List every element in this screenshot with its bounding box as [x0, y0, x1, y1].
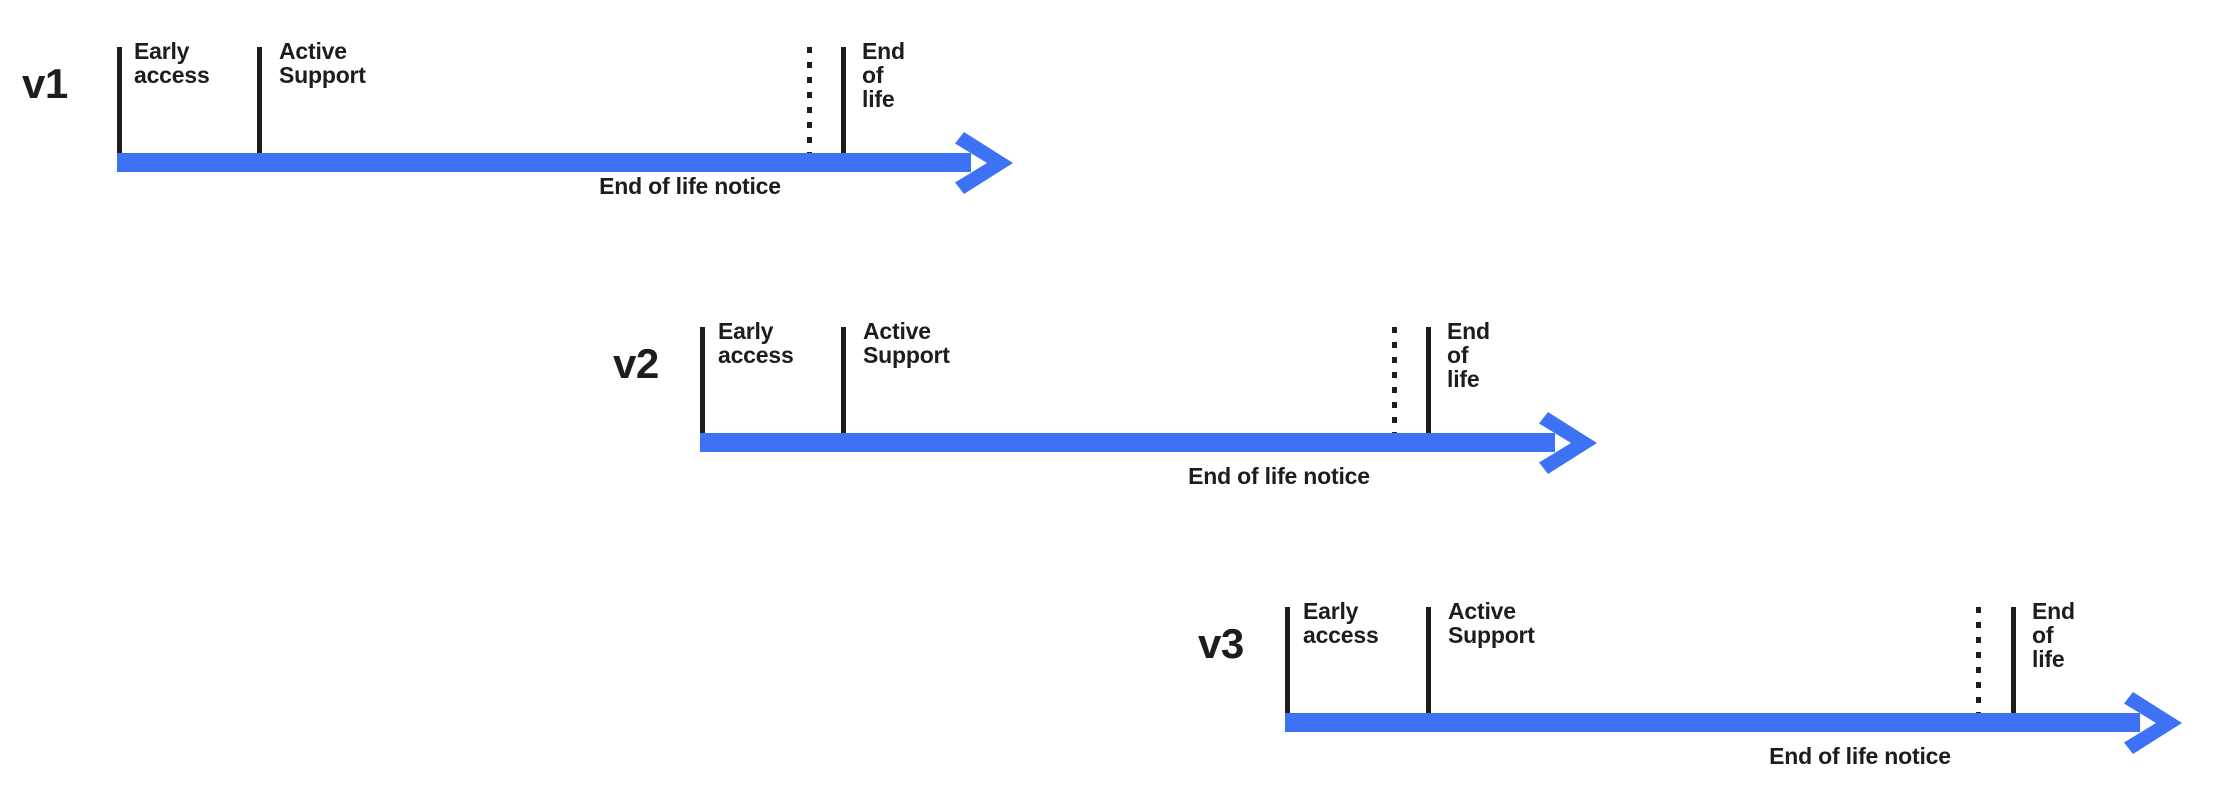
- phase-divider-active-support-v2: [841, 327, 846, 433]
- timeline-bar-v2: [700, 433, 1555, 452]
- version-label-v3: v3: [1198, 620, 1244, 667]
- phase-label-end-of-life-v3: End of life: [2032, 598, 2075, 672]
- phase-divider-early-access-v3: [1285, 607, 1290, 713]
- notice-label-v3: End of life notice: [1769, 743, 1951, 769]
- phase-label-early-access-v1: Early access: [134, 38, 210, 88]
- timeline-arrowhead-v1: [955, 131, 1013, 194]
- phase-label-end-of-life-v1: End of life: [862, 38, 905, 112]
- timeline-bar-v1: [117, 153, 971, 172]
- phase-divider-active-support-v1: [257, 47, 262, 153]
- phase-divider-end-of-life-v1: [841, 47, 846, 153]
- version-label-v2: v2: [613, 340, 659, 387]
- notice-label-v1: End of life notice: [599, 173, 781, 199]
- phase-label-active-support-v2: Active Support: [863, 318, 950, 368]
- version-label-v1: v1: [22, 60, 68, 107]
- phase-label-early-access-v3: Early access: [1303, 598, 1379, 648]
- phase-label-early-access-v2: Early access: [718, 318, 794, 368]
- notice-marker-v2: [1392, 327, 1397, 433]
- phase-divider-end-of-life-v3: [2011, 607, 2016, 713]
- phase-divider-active-support-v3: [1426, 607, 1431, 713]
- phase-label-active-support-v3: Active Support: [1448, 598, 1535, 648]
- phase-divider-early-access-v1: [117, 47, 122, 153]
- phase-label-end-of-life-v2: End of life: [1447, 318, 1490, 392]
- phase-label-active-support-v1: Active Support: [279, 38, 366, 88]
- notice-marker-v3: [1976, 607, 1981, 713]
- timeline-bar-v3: [1285, 713, 2140, 732]
- notice-label-v2: End of life notice: [1188, 463, 1370, 489]
- phase-divider-end-of-life-v2: [1426, 327, 1431, 433]
- timeline-arrowhead-v2: [1539, 411, 1597, 474]
- timeline-arrowhead-v3: [2124, 691, 2182, 754]
- notice-marker-v1: [807, 47, 812, 153]
- phase-divider-early-access-v2: [700, 327, 705, 433]
